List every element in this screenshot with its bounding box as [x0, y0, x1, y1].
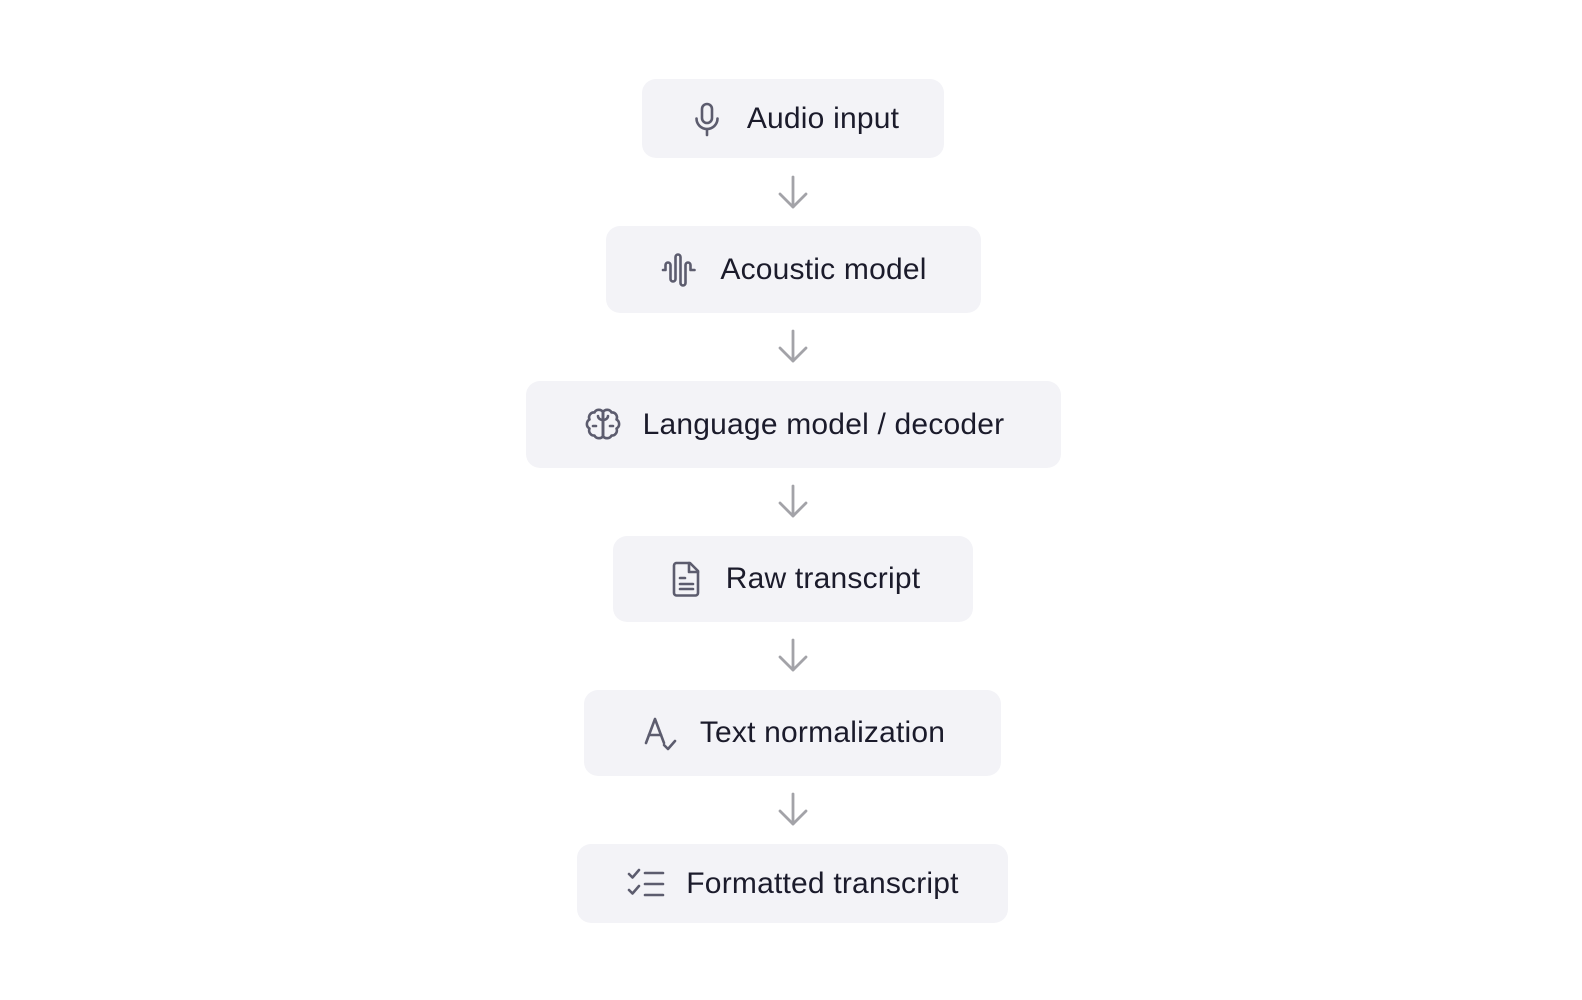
step-formatted-transcript: Formatted transcript: [577, 844, 1008, 923]
step-audio-input: Audio input: [642, 79, 944, 158]
step-text-normalization: Text normalization: [584, 690, 1001, 776]
step-acoustic-model: Acoustic model: [606, 226, 981, 313]
step-raw-transcript: Raw transcript: [613, 536, 973, 622]
step-label: Raw transcript: [725, 562, 921, 595]
microphone-icon: [687, 99, 727, 139]
step-label: Text normalization: [699, 716, 946, 749]
arrow-down-icon: [773, 790, 813, 830]
arrow-down-icon: [773, 327, 813, 367]
arrow-down-icon: [773, 482, 813, 522]
checklist-icon: [626, 864, 666, 904]
step-language-model-decoder: Language model / decoder: [526, 381, 1061, 468]
step-label: Language model / decoder: [642, 407, 1005, 441]
document-icon: [666, 559, 706, 599]
waveform-icon: [660, 250, 700, 290]
arrow-down-icon: [773, 173, 813, 213]
step-label: Formatted transcript: [686, 866, 959, 900]
brain-icon: [583, 405, 623, 445]
step-label: Acoustic model: [720, 252, 927, 286]
spell-check-icon: [640, 713, 680, 753]
step-label: Audio input: [746, 101, 900, 135]
arrow-down-icon: [773, 636, 813, 676]
